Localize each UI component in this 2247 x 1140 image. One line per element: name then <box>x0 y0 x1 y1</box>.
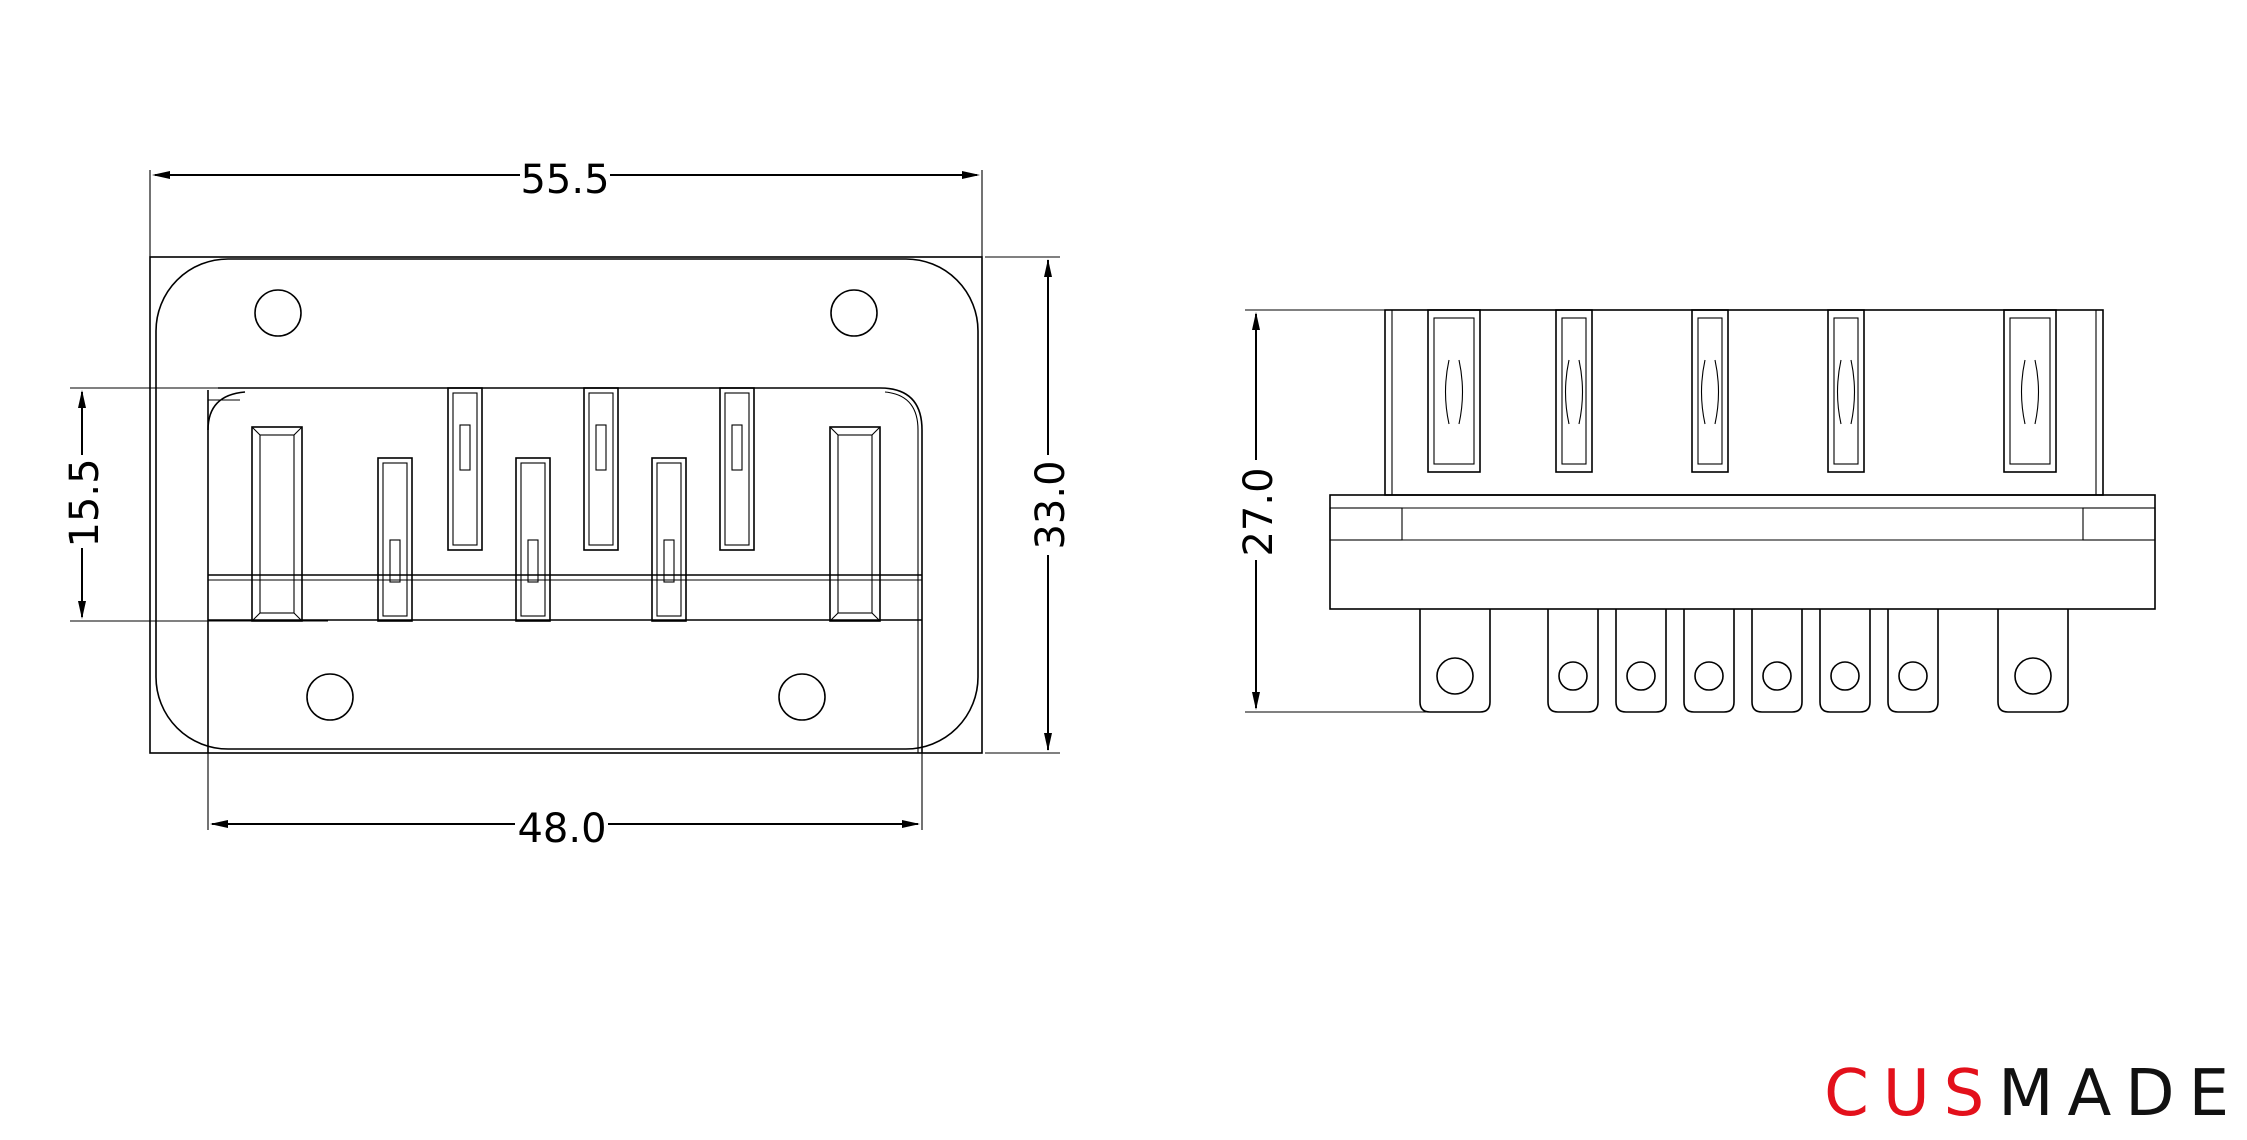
side-bottom-tab-8 <box>1997 609 2069 713</box>
side-top-pins <box>1427 309 2057 473</box>
side-bottom-tab-4 <box>1683 609 1735 713</box>
front-slot-left-large <box>251 426 303 622</box>
front-slot-right-large <box>829 426 881 622</box>
side-top-pin-2 <box>1555 309 1593 473</box>
dim-front-width: 55.5 <box>149 157 983 257</box>
dim-label-front-height: 33.0 <box>1028 460 1074 549</box>
side-bottom-tabs <box>1419 609 2069 713</box>
side-bottom-tab-6 <box>1819 609 1871 713</box>
front-slot-lower-2 <box>515 457 551 622</box>
side-top-pin-3 <box>1691 309 1729 473</box>
side-top-pin-4 <box>1827 309 1865 473</box>
mounting-hole-top-left <box>254 289 302 337</box>
side-top-pin-1 <box>1427 309 1481 473</box>
dim-label-front-slot-height: 15.5 <box>62 458 108 547</box>
dim-label-side-height: 27.0 <box>1236 467 1282 556</box>
front-slot-lower-1 <box>377 457 413 622</box>
front-view <box>149 256 983 754</box>
mounting-hole-bottom-right <box>778 673 826 721</box>
brand-logo-part1: CUS <box>1824 1057 1999 1131</box>
side-bottom-tab-1 <box>1419 609 1491 713</box>
front-slot-upper-2 <box>583 387 619 551</box>
front-flange <box>155 258 979 750</box>
dim-side-height: 27.0 <box>1236 309 1450 713</box>
dim-front-height: 33.0 <box>985 256 1074 754</box>
side-bottom-tab-7 <box>1887 609 1939 713</box>
dim-front-slot-height: 15.5 <box>62 387 345 622</box>
side-top-pin-5 <box>2003 309 2057 473</box>
front-slot-upper-3 <box>719 387 755 551</box>
front-slot-lower-3 <box>651 457 687 622</box>
front-plate-outline <box>149 256 983 754</box>
side-bottom-tab-2 <box>1547 609 1599 713</box>
front-slot-upper-1 <box>447 387 483 551</box>
side-bottom-tab-5 <box>1751 609 1803 713</box>
brand-logo-part2: MADE <box>1998 1057 2243 1131</box>
front-slots-upper <box>447 387 755 551</box>
side-bottom-tab-3 <box>1615 609 1667 713</box>
mounting-hole-top-right <box>830 289 878 337</box>
dim-label-front-width: 55.5 <box>520 157 609 203</box>
side-view <box>1329 309 2156 713</box>
mounting-hole-bottom-left <box>306 673 354 721</box>
front-inner-bezel <box>217 387 923 753</box>
dim-label-front-inner-width: 48.0 <box>517 806 606 852</box>
side-flange <box>1329 494 2156 610</box>
side-upper-housing <box>1384 309 2104 496</box>
front-slots-lower <box>377 457 687 622</box>
dim-front-inner-width: 48.0 <box>207 753 923 852</box>
